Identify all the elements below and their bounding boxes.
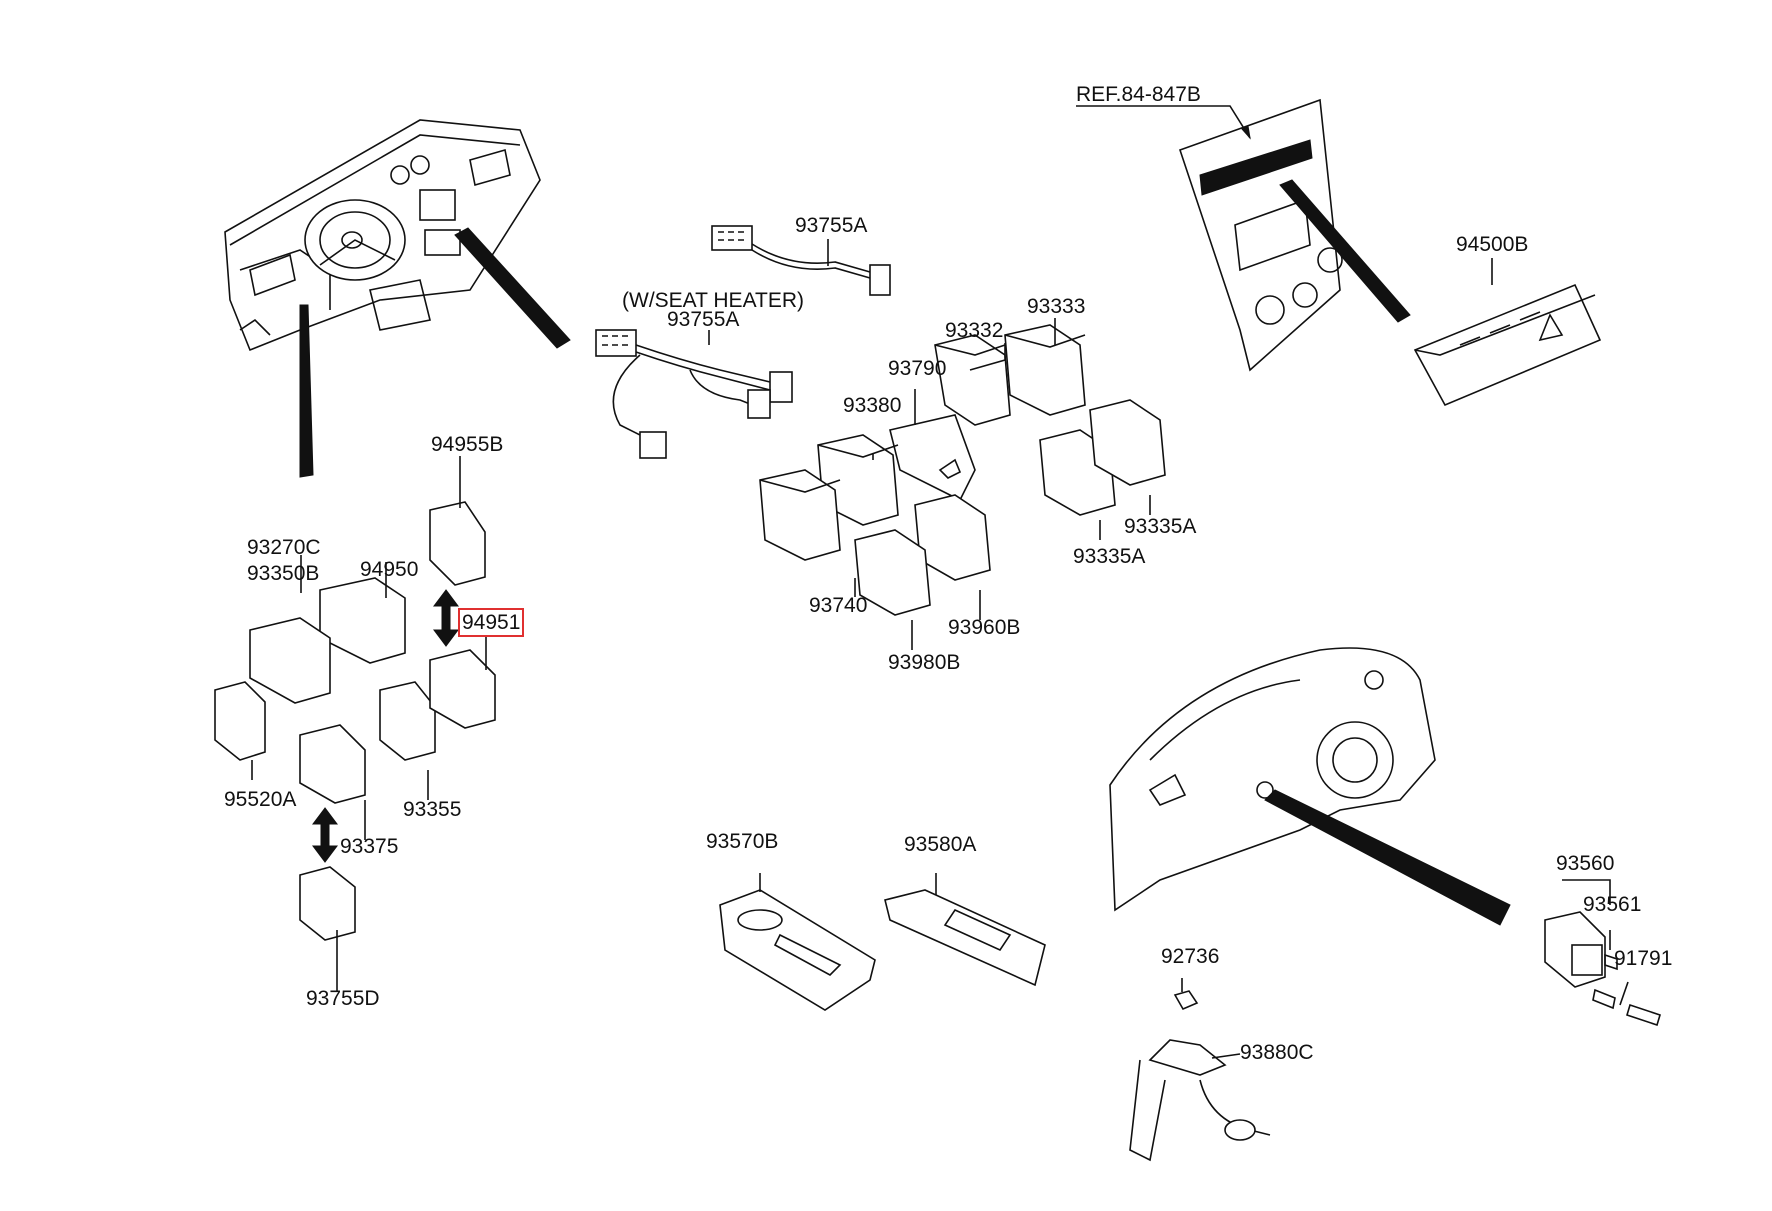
leader-fascia	[1279, 179, 1411, 323]
label-93755a-mid: 93755A	[667, 308, 740, 331]
label-93333: 93333	[1027, 295, 1086, 318]
label-95520a: 95520A	[224, 788, 297, 811]
label-ref: REF.84-847B	[1076, 83, 1201, 106]
center-fascia-panel	[1178, 98, 1343, 372]
label-leaders	[251, 239, 1629, 1059]
label-93375: 93375	[340, 835, 399, 858]
label-94500b: 94500B	[1456, 233, 1529, 256]
window-switch-93580a	[884, 889, 1046, 987]
label-94950: 94950	[360, 558, 419, 581]
ref-leader-line	[1076, 105, 1251, 139]
label-93880c: 93880C	[1240, 1041, 1314, 1064]
leader-dash-right	[454, 227, 571, 349]
label-seat-heater: (W/SEAT HEATER)	[622, 289, 805, 312]
leader-dash-left	[299, 304, 314, 478]
window-switch-93570b	[719, 889, 876, 1011]
label-93960b: 93960B	[948, 616, 1021, 639]
hazard-switch-assembly	[1413, 283, 1602, 407]
label-93755d: 93755D	[306, 987, 380, 1010]
label-93755a-top: 93755A	[795, 214, 868, 237]
car-body-illustration	[1109, 647, 1436, 912]
label-93355: 93355	[403, 798, 462, 821]
label-94955b: 94955B	[431, 433, 504, 456]
label-92736: 92736	[1161, 945, 1220, 968]
label-94951[interactable]: 94951	[457, 608, 525, 637]
label-91791: 91791	[1614, 947, 1673, 970]
label-93380: 93380	[843, 394, 902, 417]
label-93980b: 93980B	[888, 651, 961, 674]
door-switch-parts	[1129, 911, 1661, 1162]
label-93335a-left: 93335A	[1073, 545, 1146, 568]
label-93740: 93740	[809, 594, 868, 617]
label-93270c: 93270C	[247, 536, 321, 559]
label-93580a: 93580A	[904, 833, 977, 856]
label-93570b: 93570B	[706, 830, 779, 853]
label-93790: 93790	[888, 357, 947, 380]
label-93350b: 93350B	[247, 562, 320, 585]
switch-group-left	[214, 501, 496, 941]
switch-cluster-center	[759, 324, 1166, 616]
harness-93755a-top	[711, 225, 891, 296]
arrow-94951	[433, 589, 459, 647]
label-93335a-right: 93335A	[1124, 515, 1197, 538]
harness-93755a-mid	[595, 329, 793, 459]
label-93561: 93561	[1583, 893, 1642, 916]
label-93560: 93560	[1556, 852, 1615, 875]
arrow-93375	[312, 807, 338, 863]
leader-door	[1264, 789, 1511, 926]
dashboard-illustration	[224, 119, 541, 352]
label-93332: 93332	[945, 319, 1004, 342]
